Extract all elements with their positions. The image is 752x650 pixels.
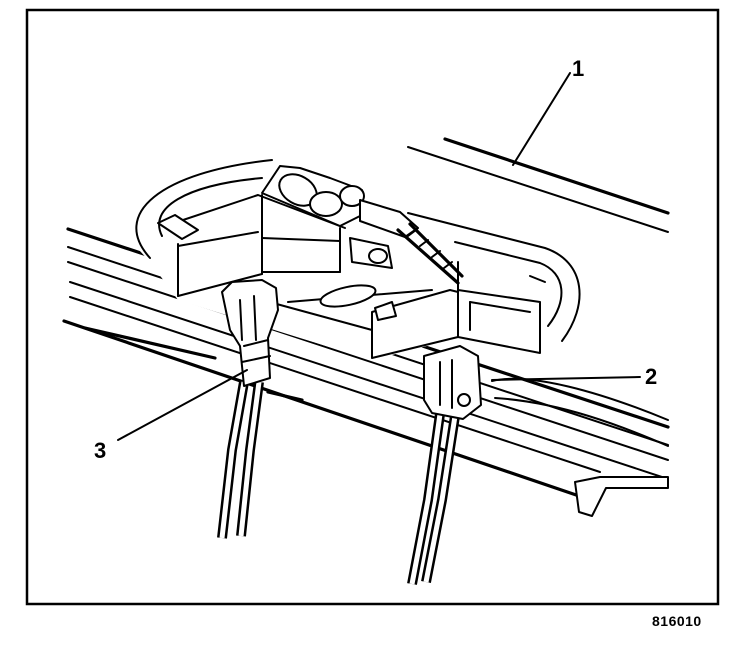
leader-line-1 <box>512 72 571 166</box>
body-panel <box>407 137 670 233</box>
socket-3-body <box>221 279 279 387</box>
leader-line-3 <box>117 369 248 441</box>
bulb-clip <box>261 165 464 308</box>
callout-3: 3 <box>94 438 106 463</box>
housing-tab-right <box>374 301 397 321</box>
callout-2: 2 <box>645 364 657 389</box>
housing-tab <box>157 214 199 240</box>
socket-2-wires <box>407 413 460 585</box>
figure-frame <box>25 8 720 606</box>
right-compartment <box>371 261 546 359</box>
bulb-lens <box>319 284 377 308</box>
left-compartment <box>157 194 393 297</box>
lamp-housing <box>126 159 584 360</box>
leader-line-2 <box>491 376 641 381</box>
mounting-bracket <box>574 476 669 517</box>
figure-code: 816010 <box>652 613 702 629</box>
socket-2 <box>407 345 482 585</box>
socket-3 <box>217 279 279 539</box>
callout-1: 1 <box>572 56 584 81</box>
socket-3-wires <box>217 381 264 539</box>
socket-2-lock-tab <box>457 393 471 407</box>
